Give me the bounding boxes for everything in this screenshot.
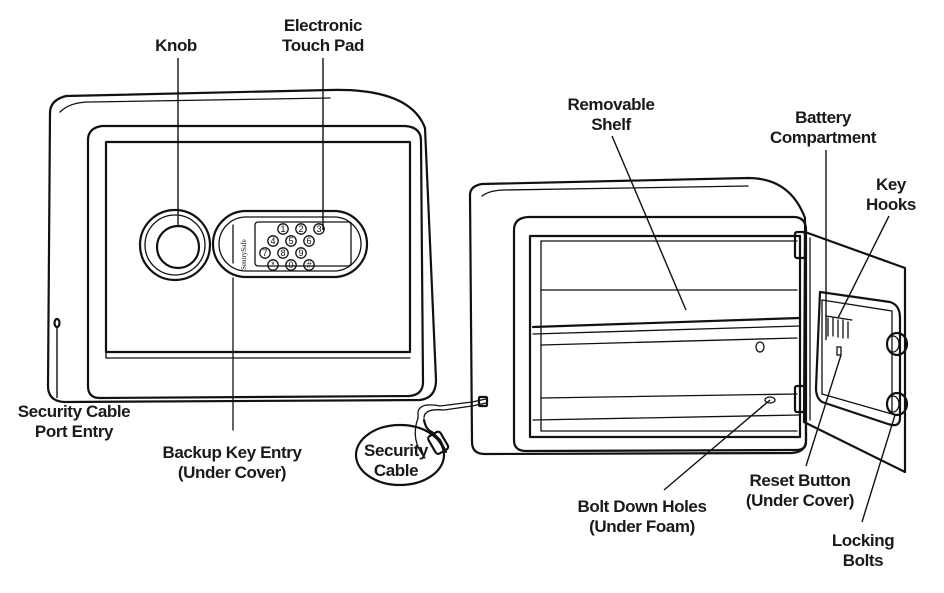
svg-text:Electronic: Electronic [284,16,362,35]
closed-safe-door [104,140,412,354]
svg-text:Shelf: Shelf [591,115,631,134]
label-electronic-touch-pad: Electronic Touch Pad [282,16,364,55]
open-safe-front-frame [512,215,808,453]
label-key-hooks: Key Hooks [866,175,916,214]
svg-text:Security Cable: Security Cable [18,402,131,421]
svg-text:Compartment: Compartment [770,128,877,147]
keypad-key-6[interactable] [303,235,315,247]
svg-text:Bolts: Bolts [843,551,884,570]
keypad-key-star[interactable] [267,259,279,271]
label-battery-compartment: Battery Compartment [770,108,877,147]
keypad-key-8[interactable] [277,247,289,259]
keypad-key-4[interactable] [267,235,279,247]
svg-text:Reset Button: Reset Button [750,471,851,490]
keypad-key-label: 7 [262,248,267,258]
label-locking-bolts: Locking Bolts [832,531,895,570]
label-removable-shelf: Removable Shelf [567,95,655,134]
reset-button[interactable] [836,346,842,356]
keypad-key-label: 4 [270,236,275,246]
svg-text:Key: Key [876,175,907,194]
keypad-key-5[interactable] [285,235,297,247]
keypad-key-label: # [306,260,311,270]
label-bolt-down-holes: Bolt Down Holes (Under Foam) [577,497,706,536]
svg-text:Bolt Down Holes: Bolt Down Holes [577,497,706,516]
svg-text:Locking: Locking [832,531,894,550]
locking-bolts [885,331,909,417]
open-safe-interior [528,234,802,439]
keypad-key-label: 6 [306,236,311,246]
svg-text:(Under Cover): (Under Cover) [746,491,854,510]
keypad-key-hash[interactable] [303,259,315,271]
bolt-down-hole-2 [764,396,776,404]
keypad-key-label: * [271,260,275,270]
svg-text:Touch Pad: Touch Pad [282,36,364,55]
keypad-keys: 1 2 3 4 5 6 7 8 9 * 0 # [259,223,325,271]
keypad-key-0[interactable] [285,259,297,271]
keypad-key-label: 8 [280,248,285,258]
svg-text:Removable: Removable [567,95,654,114]
svg-text:(Under Cover): (Under Cover) [178,463,286,482]
keypad-key-3[interactable] [313,223,325,235]
keypad-key-label: 2 [298,224,303,234]
knob[interactable] [138,208,212,282]
keypad-brand: SentrySafe [240,239,248,270]
svg-text:Port Entry: Port Entry [35,422,114,441]
svg-text:Battery: Battery [795,108,852,127]
closed-safe: SentrySafe 1 2 3 4 5 6 7 8 9 * 0 # [46,88,438,431]
svg-text:Backup Key Entry: Backup Key Entry [162,443,302,462]
leader-lines [56,58,896,523]
electronic-touch-pad[interactable]: SentrySafe 1 2 3 4 5 6 7 8 9 * 0 # [211,209,369,279]
keypad-key-9[interactable] [295,247,307,259]
security-cable-port[interactable] [53,317,61,329]
svg-text:Hooks: Hooks [866,195,916,214]
closed-safe-body [46,88,438,404]
svg-text:(Under Foam): (Under Foam) [589,517,695,536]
closed-safe-front-panel [86,124,425,400]
open-door [802,230,909,474]
keypad-key-7[interactable] [259,247,271,259]
label-backup-key-entry: Backup Key Entry (Under Cover) [162,443,302,482]
open-safe [468,176,909,474]
keypad-key-label: 9 [298,248,303,258]
keypad-key-label: 3 [316,224,321,234]
keypad-key-label: 5 [288,236,293,246]
battery-compartment [814,290,902,427]
keypad-key-label: 1 [280,224,285,234]
labels: Knob Electronic Touch Pad Security Cable… [18,16,917,570]
label-security-cable: Security Cable [364,441,429,480]
key-hooks [825,315,853,339]
keypad-key-2[interactable] [295,223,307,235]
bolt-down-hole-1 [755,341,765,353]
label-reset-button: Reset Button (Under Cover) [746,471,855,510]
keypad-key-label: 0 [288,260,293,270]
label-security-cable-port: Security Cable Port Entry [18,402,131,441]
svg-text:Security: Security [364,441,429,460]
security-cable [354,395,489,487]
label-knob: Knob [155,36,197,55]
removable-shelf [531,289,802,346]
svg-text:Cable: Cable [374,461,418,480]
keypad-key-1[interactable] [277,223,289,235]
